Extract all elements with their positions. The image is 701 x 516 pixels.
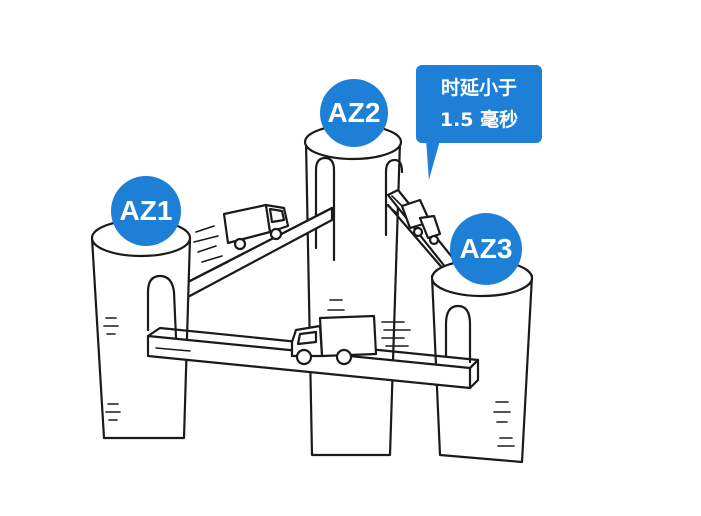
tower-az2 xyxy=(303,123,404,457)
truck-right xyxy=(387,195,442,246)
latency-callout: 时延小于 1.5 毫秒 xyxy=(416,65,542,143)
truck-front xyxy=(290,314,411,366)
tower-az3 xyxy=(430,258,534,464)
latency-callout-line2: 1.5 毫秒 xyxy=(439,109,519,131)
latency-callout-line1: 时延小于 xyxy=(440,77,517,99)
truck-left xyxy=(193,203,290,263)
az3-badge: AZ3 xyxy=(450,213,522,285)
az1-badge: AZ1 xyxy=(111,176,181,246)
az2-badge: AZ2 xyxy=(320,79,388,147)
